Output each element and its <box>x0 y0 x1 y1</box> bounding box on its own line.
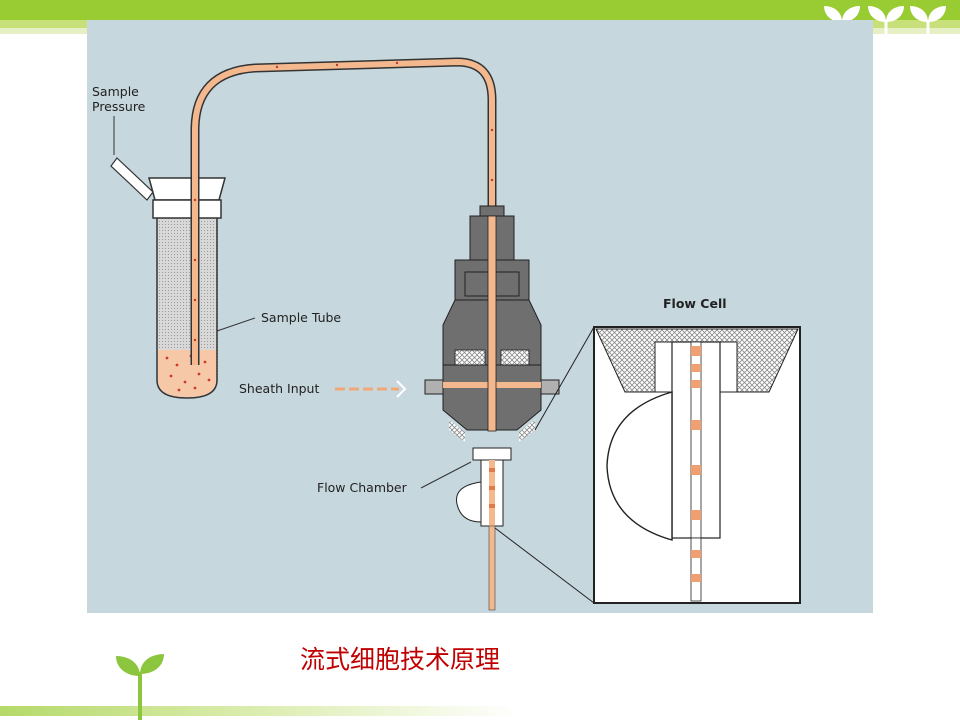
label-sheath-input: Sheath Input <box>239 381 320 396</box>
flow-chamber-pointer <box>420 461 472 489</box>
flow-chamber-assembly <box>424 205 560 611</box>
label-sample-pressure-line1: Sample <box>92 84 139 99</box>
flow-cytometry-diagram: Sample Pressure Sample Tube Sheath Input… <box>87 20 873 613</box>
sheath-input-arrow <box>335 380 407 398</box>
zoom-callout-upper <box>534 326 595 431</box>
label-sample-pressure-line2: Pressure <box>92 99 146 114</box>
diagram-drawing <box>110 57 801 611</box>
zoom-callout-lower <box>494 527 595 604</box>
label-flow-chamber: Flow Chamber <box>317 480 407 495</box>
slide-caption: 流式细胞技术原理 <box>300 645 501 674</box>
sprout-icon-bottom <box>116 654 164 720</box>
sprout-icon-top-2 <box>868 6 904 58</box>
sample-line <box>190 57 497 365</box>
label-flow-cell: Flow Cell <box>663 296 727 311</box>
sprout-icon-top-3 <box>910 6 946 58</box>
label-sample-tube: Sample Tube <box>261 310 342 325</box>
sample-tube <box>110 116 256 399</box>
flow-cell-inset <box>593 326 801 604</box>
bottom-decorative-bar <box>0 706 520 716</box>
